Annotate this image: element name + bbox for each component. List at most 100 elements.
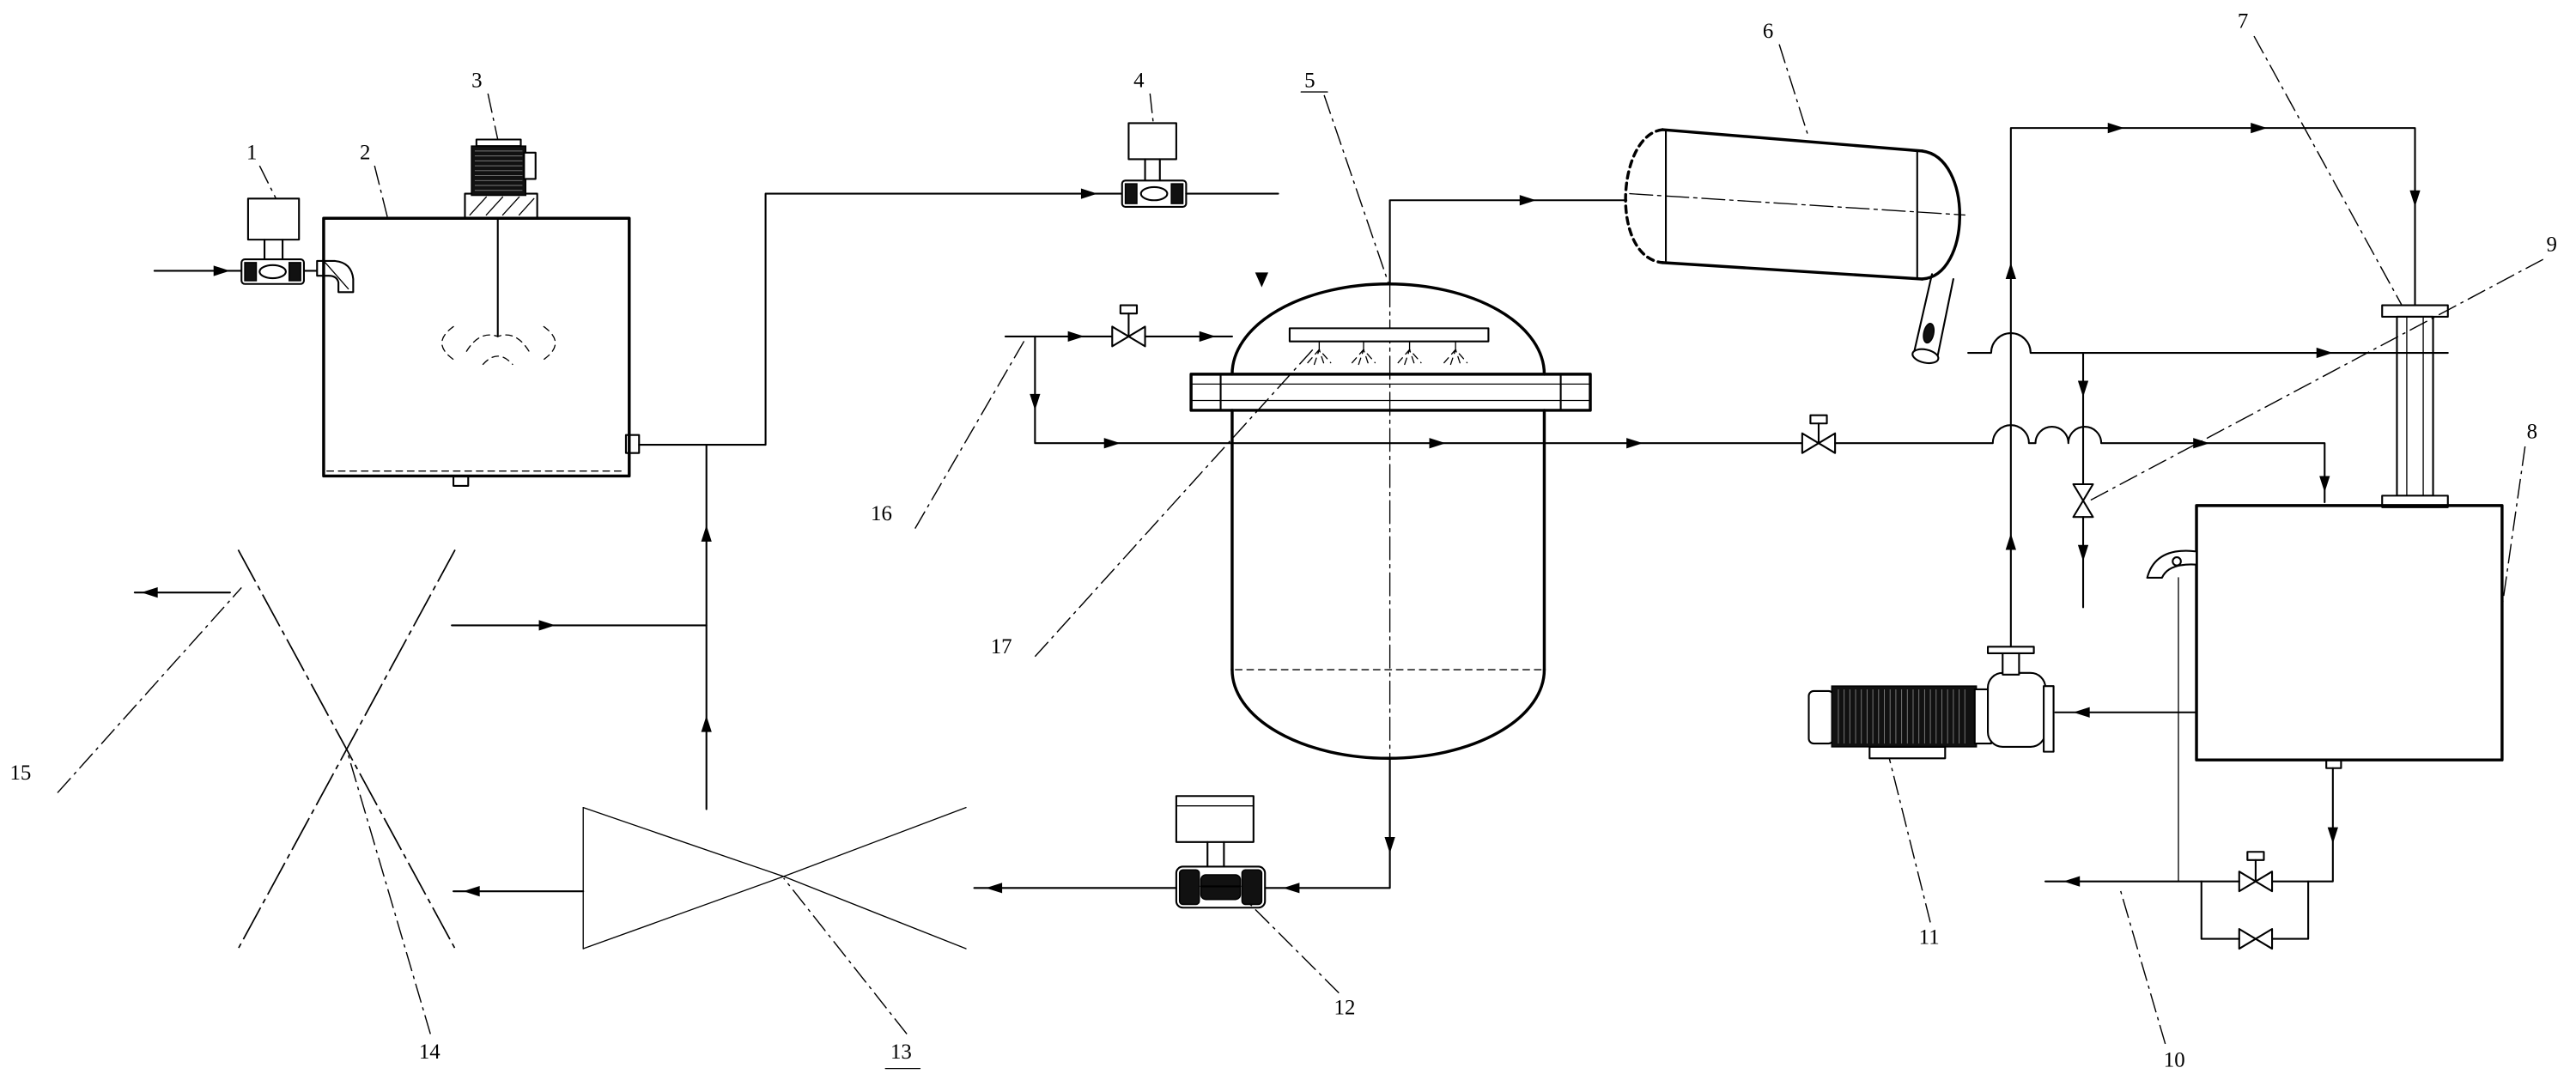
- spray-pattern: [1397, 349, 1422, 366]
- valve-1-end-left: [244, 262, 258, 282]
- flow-arrow: [2005, 533, 2016, 550]
- flow-arrow: [2316, 347, 2333, 359]
- flow-arrow: [1384, 837, 1395, 854]
- tank-8-drain: [2270, 767, 2334, 883]
- valve-4-actuator: [1127, 122, 1177, 161]
- pump-11-base: [1868, 745, 1947, 760]
- valve-1-actuator: [246, 197, 301, 241]
- vessel-bottom-outlet: [1264, 757, 1391, 889]
- flow-arrow: [1030, 393, 1041, 410]
- leader-16: [914, 336, 1028, 529]
- flow-arrows: [141, 123, 2421, 897]
- leader-1: [258, 165, 277, 199]
- vessel-bottom-head: [1230, 668, 1546, 760]
- flow-arrow: [1429, 438, 1446, 449]
- flow-arrow: [1519, 195, 1536, 206]
- flow-arrow: [2107, 123, 2124, 134]
- leader-2: [374, 165, 389, 219]
- pump-11-suction-flange: [2043, 685, 2055, 753]
- label-9: 9: [2547, 234, 2557, 257]
- motor-3-top-cap: [475, 138, 522, 148]
- flow-arrow: [2077, 544, 2089, 561]
- flow-arrow: [1080, 188, 1098, 199]
- tank-6-right-head: [1920, 149, 1962, 281]
- label-4: 4: [1133, 69, 1145, 92]
- motor-3-base-hatch: [469, 196, 535, 216]
- feed-marker: [1255, 272, 1269, 288]
- leader-8: [2501, 446, 2526, 608]
- tank-6-outlet-end: [1911, 348, 1940, 365]
- tank-6-left-head: [1624, 128, 1664, 264]
- label-2: 2: [360, 141, 370, 164]
- outlet-pipe-to-valve-4: [638, 192, 1123, 446]
- tank-6-outlet-left: [1912, 273, 1934, 355]
- bypass-valve: [2238, 928, 2274, 950]
- inlet-valve-1: [153, 197, 355, 294]
- tube-7-top-flange: [2381, 304, 2449, 319]
- tank-2-outlet-piping: [451, 192, 1123, 810]
- flow-arrow: [538, 620, 556, 631]
- tank-8-elbow-port: [2172, 556, 2182, 567]
- leader-6: [1778, 44, 1810, 138]
- spray-bar-17: [1288, 327, 1490, 366]
- leader-17: [1034, 347, 1315, 658]
- flow-arrow: [2193, 438, 2210, 449]
- leader-14: [347, 755, 431, 1034]
- flow-arrow: [985, 883, 1003, 894]
- label-6: 6: [1763, 20, 1773, 43]
- leader-3: [487, 93, 499, 140]
- spray-pattern: [1351, 349, 1376, 366]
- vessel-top-outlet: [1388, 199, 1628, 285]
- label-5: 5: [1304, 69, 1315, 92]
- label-17: 17: [991, 635, 1012, 658]
- label-1: 1: [246, 141, 257, 164]
- bypass-line-right: [2270, 880, 2310, 940]
- spray-bar-header: [1288, 327, 1490, 343]
- flow-arrow: [1283, 883, 1300, 894]
- vessel-top-head: [1230, 282, 1546, 376]
- valve-1-core: [258, 264, 287, 280]
- valve-9: [2072, 482, 2094, 519]
- agitator-motor-3: [464, 138, 538, 220]
- reference-numerals: 1 2 3 4 5 6 7 8 9 10 11 12 13 14 15 16 1…: [9, 10, 2557, 1072]
- spray-pattern: [1443, 349, 1468, 366]
- drain-valve-handle: [2246, 851, 2265, 861]
- motor-3-terminal-box: [523, 151, 537, 180]
- valve-12-end-left: [1178, 869, 1200, 906]
- tank-6-bottom: [1661, 261, 1924, 281]
- discharge-valve-12: [973, 757, 1391, 909]
- label-11: 11: [1919, 925, 1940, 949]
- tank-2-bottom-nozzle: [453, 475, 470, 487]
- flow-arrow: [2319, 476, 2330, 493]
- leader-11: [1888, 758, 1931, 923]
- flow-arrow: [213, 265, 230, 276]
- label-10: 10: [2164, 1049, 2185, 1072]
- leader-4: [1149, 93, 1154, 124]
- tank-6-top: [1661, 128, 1924, 153]
- flow-arrow: [141, 587, 158, 598]
- flow-arrow: [2073, 707, 2090, 718]
- flow-arrow: [463, 886, 480, 897]
- label-8: 8: [2527, 420, 2537, 443]
- pump-11-discharge-flange: [1986, 646, 2035, 654]
- label-13: 13: [890, 1041, 912, 1064]
- flow-arrow: [2005, 262, 2016, 280]
- flow-arrow: [2409, 190, 2421, 207]
- spray-nozzles: [1307, 340, 1468, 366]
- label-16: 16: [871, 502, 892, 525]
- tank-6-outlet-mark: [1923, 323, 1935, 344]
- bypass-line-left: [2200, 880, 2240, 940]
- valve-4-core: [1139, 185, 1169, 202]
- leader-lines: [57, 35, 2544, 1070]
- recirculation-piping: [1967, 127, 2449, 650]
- ejector-13-diverging: [782, 806, 967, 950]
- valve-4-end-right: [1170, 183, 1184, 204]
- flow-arrow: [1067, 331, 1084, 343]
- flow-arrow: [1103, 438, 1121, 449]
- tank-6-outlet-right: [1935, 277, 1954, 361]
- branch-valve-handle: [1809, 414, 1828, 425]
- motor-11-fins: [1838, 689, 1965, 744]
- flow-arrow: [701, 715, 712, 732]
- tank-8-elbow: [2146, 549, 2198, 579]
- elbow-hatch: [325, 262, 349, 290]
